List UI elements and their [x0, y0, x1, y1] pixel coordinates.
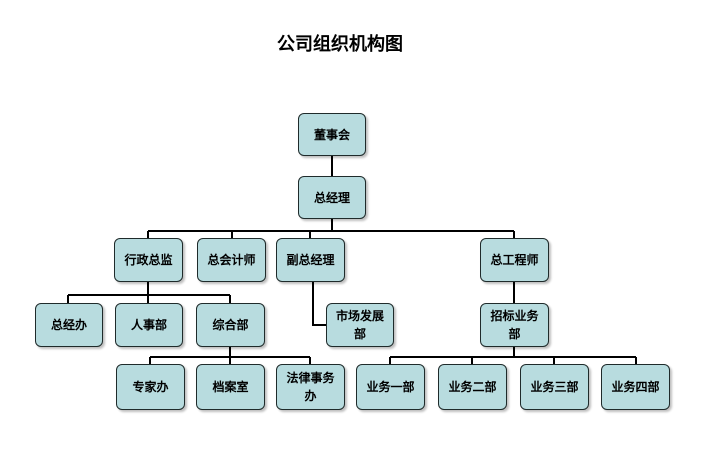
- node-expert-office: 专家办: [116, 364, 185, 410]
- node-archive-room: 档案室: [196, 364, 265, 410]
- node-deputy-gm: 副总经理: [276, 238, 345, 282]
- chart-title: 公司组织机构图: [277, 34, 403, 55]
- node-legal-office: 法律事务办: [276, 364, 345, 410]
- connector-deputy-market: [312, 282, 326, 326]
- node-chief-accountant: 总会计师: [197, 238, 266, 282]
- node-general-manager: 总经理: [298, 176, 366, 219]
- node-biz-dept-3: 业务三部: [520, 364, 589, 410]
- node-biz-dept-1: 业务一部: [356, 364, 425, 410]
- node-biz-dept-4: 业务四部: [601, 364, 670, 410]
- node-market-dev: 市场发展部: [326, 303, 394, 347]
- node-hr: 人事部: [115, 303, 183, 347]
- node-admin-director: 行政总监: [114, 238, 183, 282]
- node-chief-engineer: 总工程师: [480, 238, 549, 282]
- node-gm-office: 总经办: [35, 303, 103, 347]
- node-general-affairs: 综合部: [196, 303, 265, 347]
- node-bidding: 招标业务部: [480, 303, 549, 347]
- node-board: 董事会: [298, 113, 366, 156]
- node-biz-dept-2: 业务二部: [438, 364, 507, 410]
